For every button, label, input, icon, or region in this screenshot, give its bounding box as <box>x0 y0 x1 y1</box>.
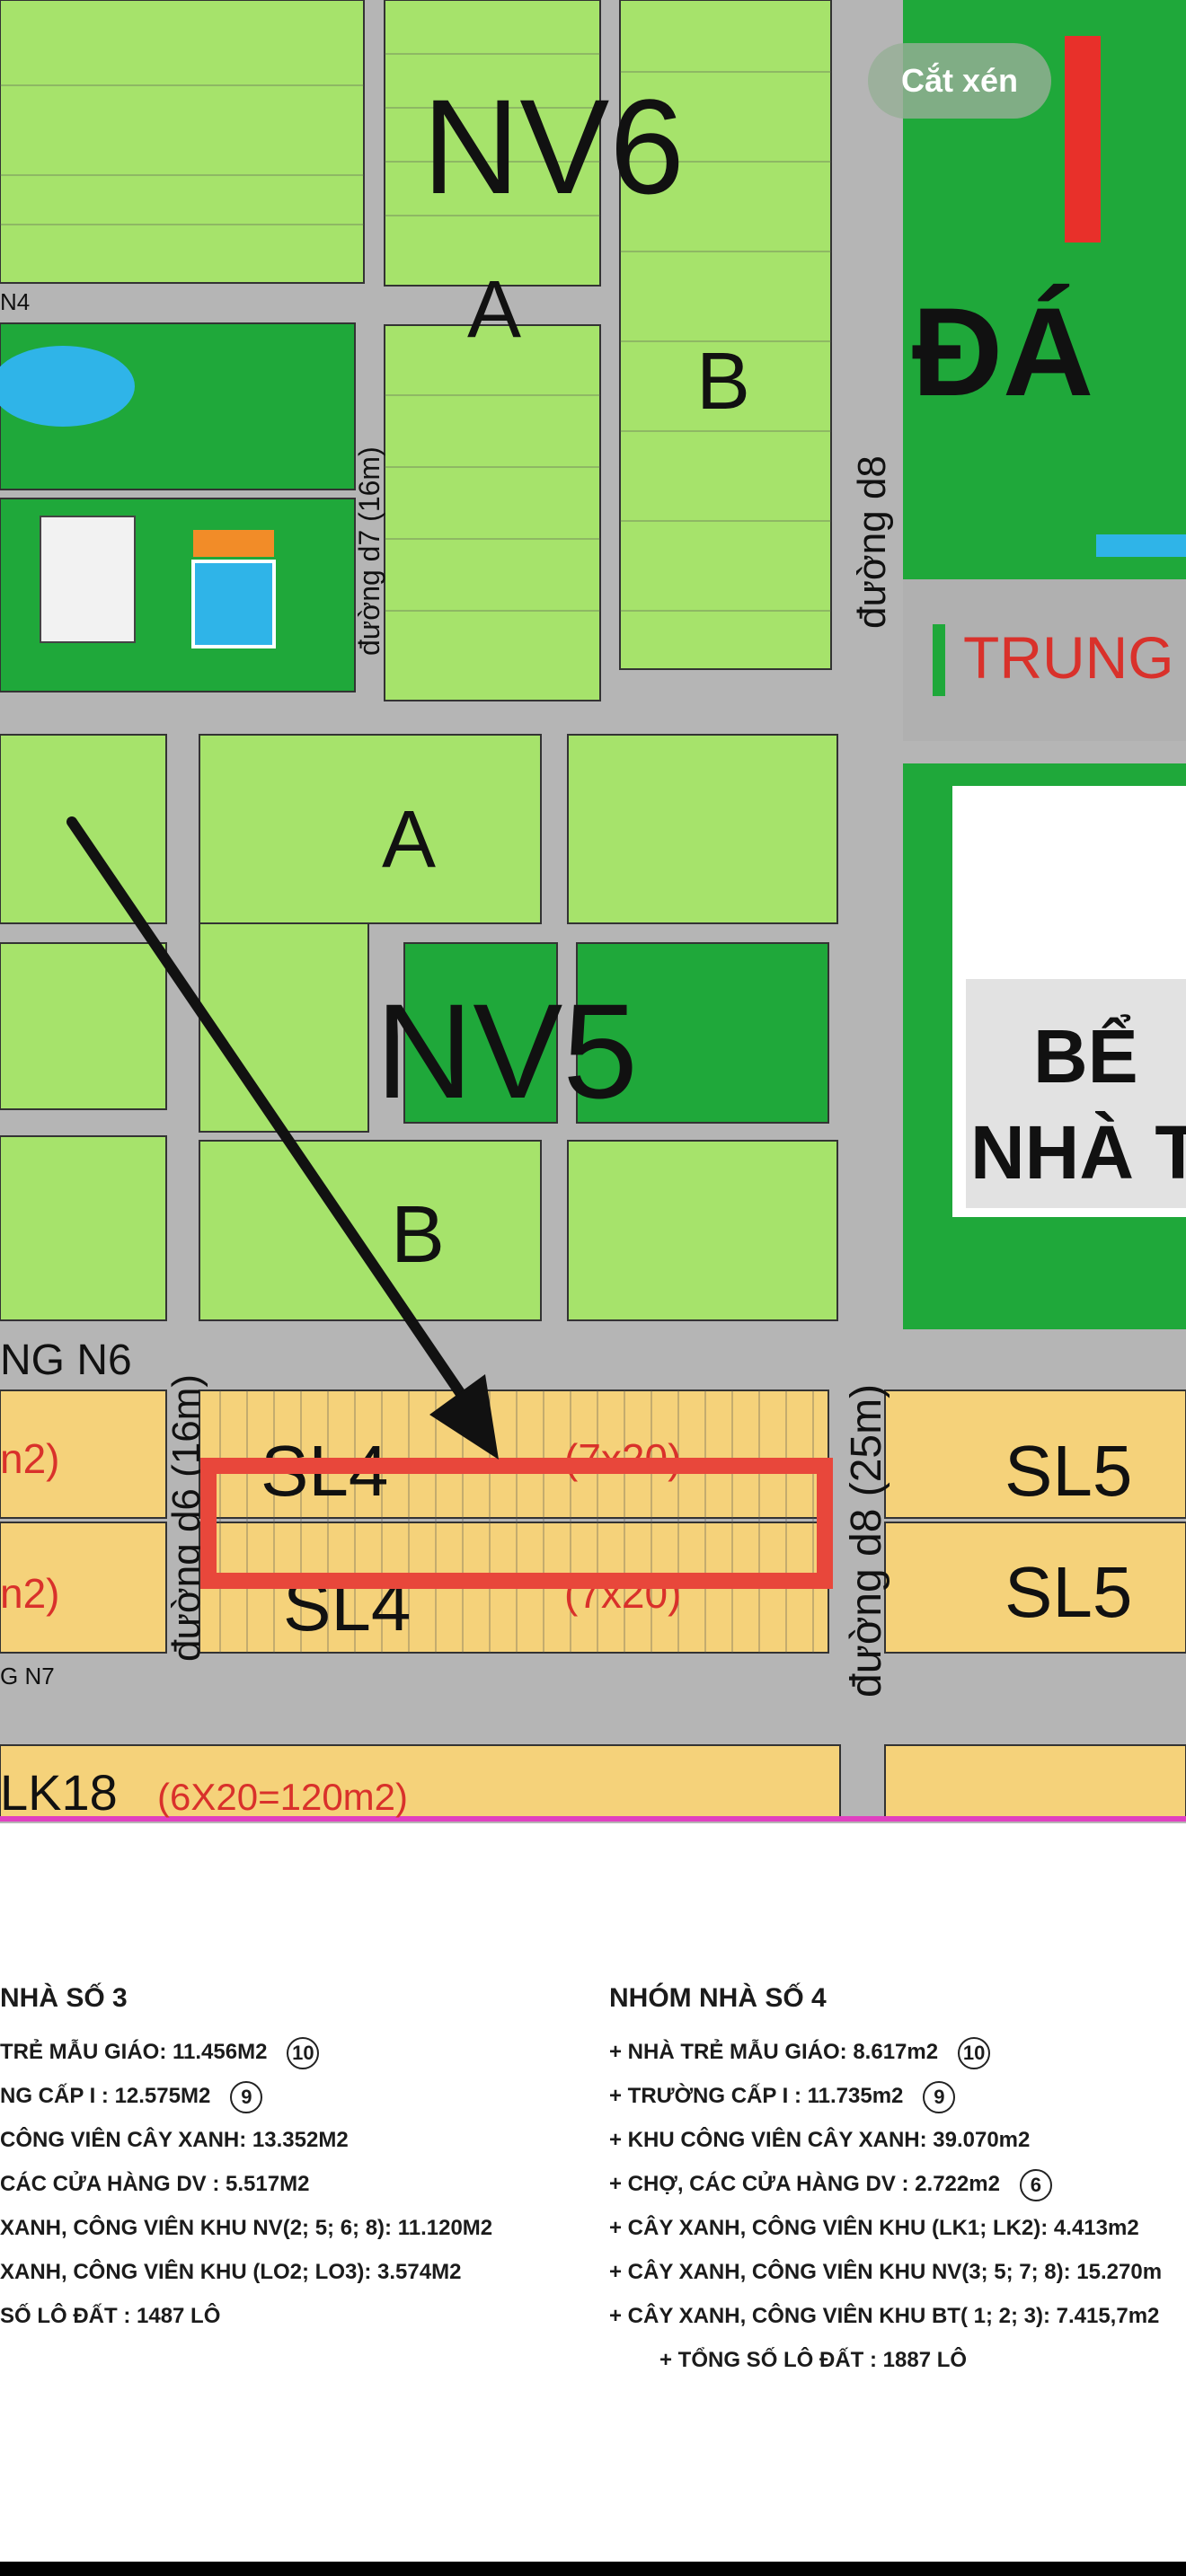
block-nv5-a <box>199 734 542 924</box>
block-nv6-a <box>384 324 601 701</box>
legend-3-line: SỐ LÔ ĐẤT : 1487 LÔ <box>0 2304 221 2328</box>
road-label-d8-top: đường d8 <box>850 455 894 629</box>
road-label-d7: đường d7 (16m) <box>353 446 385 656</box>
map-bottom-border <box>0 1816 1186 1822</box>
block-letter-nv6-b: B <box>696 337 750 427</box>
block-sl4-a <box>199 1389 829 1519</box>
block-yellow-left-top <box>0 1389 167 1519</box>
legend-3-heading: NHÀ SỐ 3 <box>0 1983 128 2013</box>
legend-4-line: + CÂY XANH, CÔNG VIÊN KHU NV(3; 5; 7; 8)… <box>609 2260 1163 2284</box>
label-trung: TRUNG <box>963 624 1174 691</box>
block-nv6-upper-left <box>384 0 601 287</box>
block-letter-nv6-a: A <box>467 265 521 355</box>
label-nv6: NV6 <box>422 71 685 222</box>
block-nv6-b <box>619 0 832 670</box>
pointer-arrow-head <box>429 1374 499 1460</box>
badge-icon: 10 <box>287 2036 320 2069</box>
label-nv5: NV5 <box>376 975 638 1126</box>
pond <box>0 346 135 427</box>
blue-strip <box>1096 534 1186 557</box>
legend-3-line: CÔNG VIÊN CÂY XANH: 13.352M2 <box>0 2128 349 2152</box>
pool-roof <box>193 530 274 557</box>
block-letter-nv5-b: B <box>391 1190 445 1280</box>
legend-group-4: NHÓM NHÀ SỐ 4 + NHÀ TRẺ MẪU GIÁO: 8.617m… <box>609 1983 1162 2382</box>
highlight-box <box>200 1458 833 1589</box>
block-nv-top-left <box>0 0 365 284</box>
block-nv5-mid-left <box>199 922 369 1133</box>
label-be: BỂ <box>1033 1014 1138 1098</box>
pool <box>191 560 276 648</box>
road-label-n7: G N7 <box>0 1663 55 1689</box>
block-sl5-top <box>884 1389 1186 1519</box>
trung-band <box>903 579 1186 741</box>
label-nha-t: NHÀ T <box>970 1110 1186 1195</box>
block-lk18 <box>0 1744 841 1820</box>
block-left-3 <box>0 1135 167 1321</box>
badge-icon: 6 <box>1019 2168 1052 2201</box>
block-nv5-b <box>199 1140 542 1321</box>
road-label-d8-bottom: đường d8 (25m) <box>843 1384 890 1698</box>
block-yellow-left-bottom <box>0 1522 167 1654</box>
block-letter-nv5-a: A <box>382 795 436 885</box>
road-label-n4: N4 <box>0 288 30 315</box>
legend-3-line: CÁC CỬA HÀNG DV : 5.517M2 <box>0 2172 310 2196</box>
pointer-arrow-shaft <box>66 816 468 1402</box>
block-left-2 <box>0 942 167 1110</box>
badge-icon: 9 <box>230 2080 263 2113</box>
legend-3-line: XANH, CÔNG VIÊN KHU (LO2; LO3): 3.574M2 <box>0 2260 462 2284</box>
site-plan-map[interactable]: NV6 NV5 ĐÁ TRUNG BỂ NHÀ T A B A B đường … <box>0 0 1186 1823</box>
badge-icon: 9 <box>923 2080 956 2113</box>
block-nv5-a-right <box>567 734 838 924</box>
home-indicator[interactable] <box>0 2562 1186 2576</box>
legend-4-line: + TỔNG SỐ LÔ ĐẤT : 1887 LÔ <box>659 2348 968 2372</box>
legend-4-heading: NHÓM NHÀ SỐ 4 <box>609 1983 827 2013</box>
zone-note-left-top: n2) <box>0 1435 59 1482</box>
block-nv5-b-right <box>567 1140 838 1321</box>
block-sl5-bottom <box>884 1522 1186 1654</box>
label-da: ĐÁ <box>912 281 1093 422</box>
park-nv5-1 <box>403 942 558 1124</box>
badge-icon: 10 <box>958 2036 991 2069</box>
zone-note-lk18: (6X20=120m2) <box>157 1776 408 1818</box>
school-building <box>40 516 136 643</box>
zone-label-sl5-b: SL5 <box>1005 1552 1132 1632</box>
block-right-bottom <box>884 1744 1186 1820</box>
trung-marker <box>933 624 945 696</box>
legend-4-line: + CÂY XANH, CÔNG VIÊN KHU (LK1; LK2): 4.… <box>609 2216 1139 2240</box>
legend-4-line: + KHU CÔNG VIÊN CÂY XANH: 39.070m2 <box>609 2128 1031 2152</box>
crop-button[interactable]: Cắt xén <box>868 43 1051 119</box>
red-building <box>1065 36 1101 243</box>
building-right-inner <box>966 979 1186 1208</box>
zone-note-left-bottom: n2) <box>0 1570 59 1617</box>
zone-label-sl5-a: SL5 <box>1005 1431 1132 1511</box>
park-nv5-2 <box>576 942 829 1124</box>
road-label-n6: NG N6 <box>0 1337 132 1384</box>
zone-label-lk18: LK18 <box>0 1764 118 1821</box>
legend-4-line: + CÂY XANH, CÔNG VIÊN KHU BT( 1; 2; 3): … <box>609 2304 1160 2328</box>
legend-3-line: XANH, CÔNG VIÊN KHU NV(2; 5; 6; 8): 11.1… <box>0 2216 493 2240</box>
